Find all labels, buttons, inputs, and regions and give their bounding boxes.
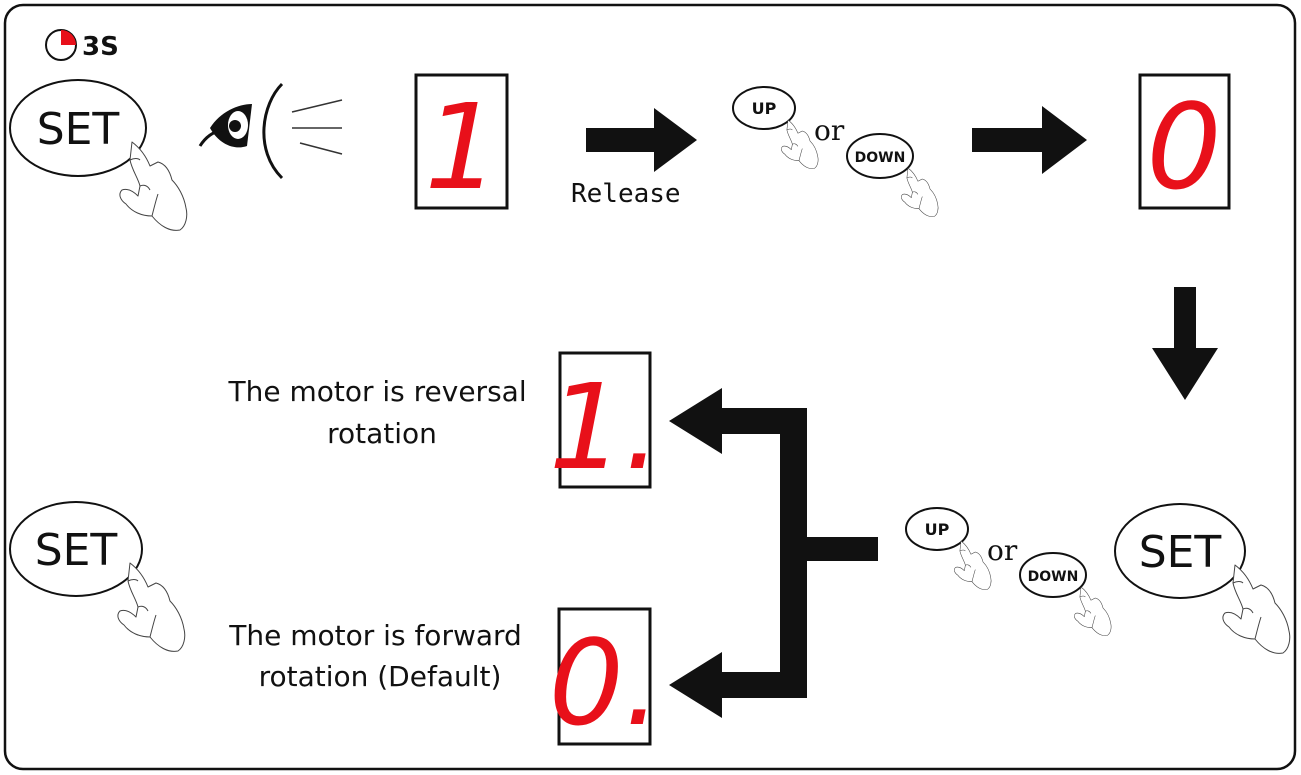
down-button-label: DOWN xyxy=(1028,569,1079,585)
reversal-description-line2: rotation xyxy=(327,417,437,450)
display-reversal-frame xyxy=(558,351,652,489)
display-adjusted: 0 xyxy=(1146,78,1221,216)
set-button-label: SET xyxy=(37,104,120,155)
up-button[interactable] xyxy=(905,507,969,551)
branch-connector xyxy=(669,388,878,718)
or-label: or xyxy=(814,114,845,147)
set-button[interactable] xyxy=(9,79,147,177)
forward-description-line2: rotation (Default) xyxy=(259,660,502,693)
pressing-hand-icon xyxy=(781,119,819,169)
vision-lines-icon xyxy=(291,99,343,155)
eye-icon xyxy=(198,82,284,180)
up-button-label: UP xyxy=(925,520,950,539)
release-label: Release xyxy=(571,179,681,209)
set-button-label: SET xyxy=(1139,527,1222,578)
down-button[interactable] xyxy=(846,133,914,179)
next-arrow xyxy=(972,106,1087,174)
timer-label: 3S xyxy=(82,32,119,62)
display-adjusted-frame xyxy=(1138,73,1231,210)
up-button[interactable] xyxy=(732,86,796,130)
reversal-description: The motor is reversal rotation xyxy=(227,375,535,450)
or-label: or xyxy=(987,534,1018,567)
up-button-label: UP xyxy=(752,99,777,118)
display-initial: 1 xyxy=(424,78,499,216)
forward-description: The motor is forward rotation (Default) xyxy=(228,619,530,693)
set-button[interactable] xyxy=(9,501,143,597)
release-arrow xyxy=(586,108,697,172)
set-button-label: SET xyxy=(35,525,118,576)
outer-frame xyxy=(3,3,1297,771)
display-forward-frame xyxy=(557,607,652,746)
pressing-hand-icon xyxy=(954,540,992,590)
display-reversal: 1. xyxy=(549,358,662,496)
display-initial-frame xyxy=(414,73,509,210)
forward-description-line1: The motor is forward xyxy=(228,619,522,652)
display-forward: 0. xyxy=(549,614,662,752)
set-button[interactable] xyxy=(1114,503,1246,599)
down-button-label: DOWN xyxy=(855,150,906,166)
reversal-description-line1: The motor is reversal xyxy=(227,375,526,408)
down-arrow xyxy=(1152,287,1218,400)
pressing-hand-icon xyxy=(1074,586,1112,636)
down-button[interactable] xyxy=(1019,552,1087,598)
pressing-hand-icon xyxy=(901,167,939,217)
timer-icon xyxy=(45,29,77,61)
